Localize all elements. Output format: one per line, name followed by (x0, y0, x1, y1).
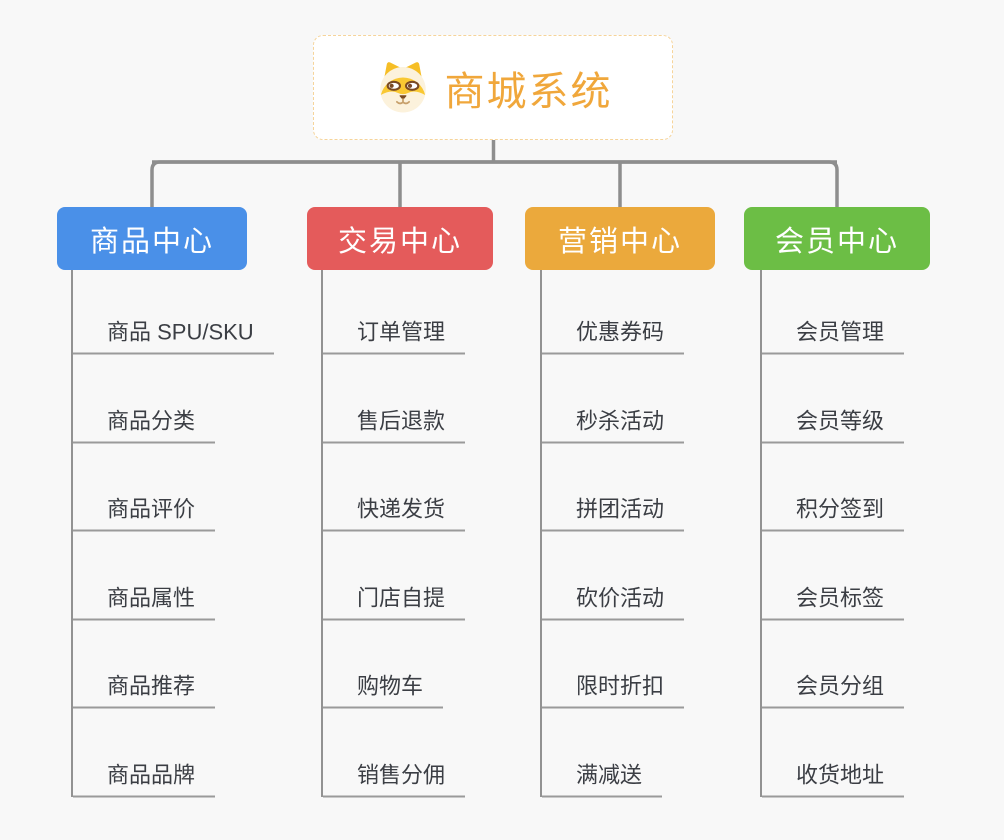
mindmap-leaf[interactable]: 秒杀活动 (542, 408, 685, 443)
mindmap-leaf[interactable]: 销售分佣 (323, 762, 466, 797)
mindmap-leaf[interactable]: 会员标签 (762, 585, 905, 620)
mindmap-leaf[interactable]: 商品属性 (73, 585, 216, 620)
mindmap-leaf[interactable]: 会员管理 (762, 319, 905, 354)
branch-node-marketing-center[interactable]: 营销中心 (525, 207, 715, 270)
dog-face-icon (379, 61, 426, 112)
branch-label: 会员中心 (774, 225, 899, 258)
branch-label: 商品中心 (89, 225, 214, 258)
mindmap-leaf[interactable]: 订单管理 (323, 319, 466, 354)
mindmap-leaf[interactable]: 商品评价 (73, 496, 216, 531)
mindmap-leaf[interactable]: 砍价活动 (542, 585, 685, 620)
mindmap-leaf[interactable]: 满减送 (542, 762, 663, 797)
mindmap-leaf[interactable]: 会员等级 (762, 408, 905, 443)
branch-children-product: 商品 SPU/SKU 商品分类 商品评价 商品属性 商品推荐 商品品牌 (71, 270, 313, 797)
branch-children-member: 会员管理 会员等级 积分签到 会员标签 会员分组 收货地址 (760, 270, 1002, 797)
mindmap-leaf[interactable]: 售后退款 (323, 408, 466, 443)
branch-node-member-center[interactable]: 会员中心 (744, 207, 930, 270)
mindmap-leaf[interactable]: 收货地址 (762, 762, 905, 797)
mindmap-leaf[interactable]: 积分签到 (762, 496, 905, 531)
root-node[interactable]: 商城系统 (313, 35, 673, 140)
mindmap-leaf[interactable]: 拼团活动 (542, 496, 685, 531)
branch-label: 营销中心 (557, 225, 682, 258)
branch-children-trade: 订单管理 售后退款 快递发货 门店自提 购物车 销售分佣 (321, 270, 563, 797)
mindmap-leaf[interactable]: 优惠券码 (542, 319, 685, 354)
mindmap-leaf[interactable]: 快递发货 (323, 496, 466, 531)
root-title: 商城系统 (444, 69, 613, 114)
mindmap-leaf[interactable]: 门店自提 (323, 585, 466, 620)
mindmap-leaf[interactable]: 商品品牌 (73, 762, 216, 797)
branch-node-trade-center[interactable]: 交易中心 (307, 207, 493, 270)
mindmap-leaf[interactable]: 商品推荐 (73, 673, 216, 708)
mindmap-leaf[interactable]: 限时折扣 (542, 673, 685, 708)
branch-node-product-center[interactable]: 商品中心 (57, 207, 247, 270)
branch-children-marketing: 优惠券码 秒杀活动 拼团活动 砍价活动 限时折扣 满减送 (540, 270, 782, 797)
branch-label: 交易中心 (337, 225, 462, 258)
mindmap-leaf[interactable]: 商品分类 (73, 408, 216, 443)
mindmap-leaf[interactable]: 会员分组 (762, 673, 905, 708)
mindmap-leaf[interactable]: 商品 SPU/SKU (73, 319, 274, 354)
mindmap-leaf[interactable]: 购物车 (323, 673, 444, 708)
